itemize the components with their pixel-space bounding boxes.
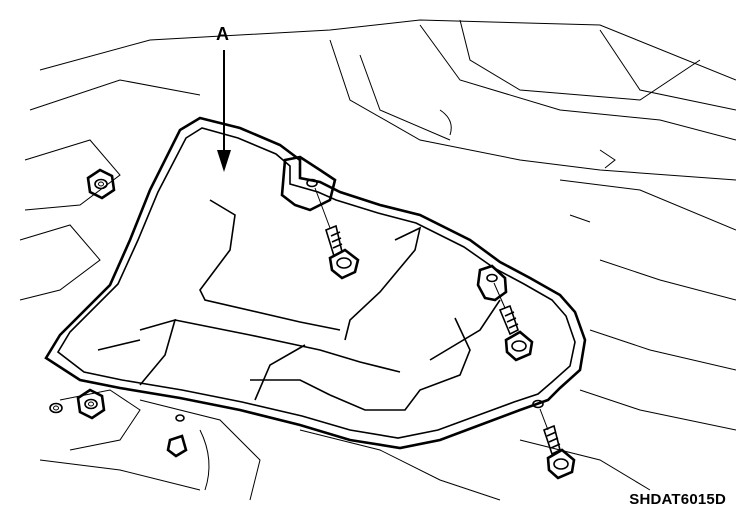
bolt-small-left	[49, 402, 63, 414]
bolt-lower-right	[532, 399, 576, 480]
nut-bottom-left	[166, 414, 188, 458]
under-cover-panel	[44, 116, 587, 450]
figure-code: SHDAT6015D	[629, 491, 726, 508]
callout-arrow	[217, 50, 231, 172]
nut-left-upper	[86, 168, 116, 200]
nut-left-lower	[76, 388, 106, 420]
bolt-upper	[306, 178, 360, 280]
part-label-a: A	[216, 24, 229, 44]
bolt-right	[486, 273, 534, 362]
chassis-background	[19, 19, 736, 501]
